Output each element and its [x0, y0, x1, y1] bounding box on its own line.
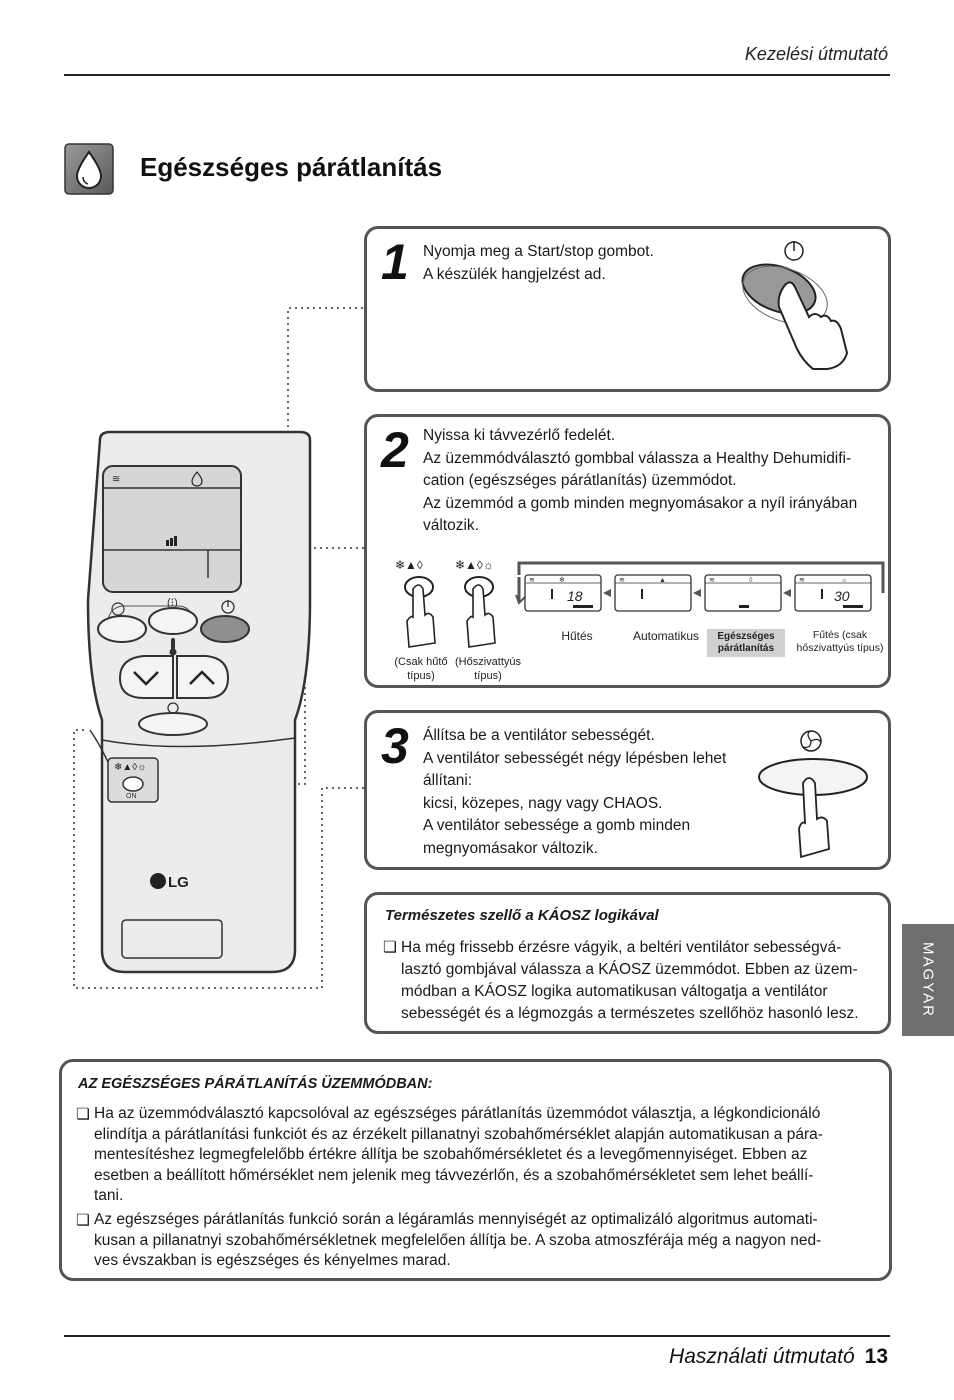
mode-display-healthy: [704, 574, 782, 612]
start-stop-hand-illustration: [741, 241, 849, 370]
step-1-box: 1 Nyomja meg a Start/stop gombot. A kész…: [364, 226, 891, 392]
mode-display-heat: [794, 574, 872, 612]
svg-text:▲: ▲: [659, 577, 666, 584]
step-1-text: Nyomja meg a Start/stop gombot. A készül…: [423, 243, 654, 283]
checkbox-bullet-icon: ❏: [76, 1106, 90, 1123]
healthy-mode-note-title: AZ EGÉSZSÉGES PÁRÁTLANÍTÁS ÜZEMMÓDBAN:: [78, 1076, 433, 1092]
svg-text:❄▲◊☼: ❄▲◊☼: [455, 558, 494, 572]
chaos-note-box: Természetes szellő a KÁOSZ logikával ❏ H…: [364, 892, 891, 1034]
svg-text:❄: ❄: [559, 576, 565, 584]
footer: Használati útmutató 13: [669, 1345, 888, 1369]
healthy-mode-bullet-2: ❏ Az egészséges párátlanítás funkció sor…: [76, 1211, 822, 1269]
svg-text:(⁝): (⁝): [167, 597, 178, 609]
step-number: 3: [381, 718, 409, 774]
svg-text:◊: ◊: [749, 577, 753, 584]
svg-text:≋: ≋: [112, 474, 120, 485]
footer-title: Használati útmutató: [669, 1345, 855, 1368]
remote-display: [102, 465, 242, 593]
svg-text:LG: LG: [168, 874, 189, 891]
svg-text:ON: ON: [126, 793, 137, 800]
svg-text:≋: ≋: [529, 577, 535, 584]
mode-rotate-button: [97, 615, 147, 643]
temp-button: [148, 607, 198, 635]
section-title: Egészséges párátlanítás: [140, 152, 443, 182]
svg-text:❄▲◊☼: ❄▲◊☼: [114, 762, 146, 773]
step-2-text: Nyissa ki távvezérlő fedelét. Az üzemmód…: [423, 427, 858, 534]
step-number: 2: [381, 422, 409, 478]
chaos-note-bullet: ❏ Ha még frissebb érzésre vágyik, a belt…: [383, 939, 859, 1022]
mode-display-auto: [614, 574, 692, 612]
mode-label-cool: Hűtés: [561, 629, 593, 643]
step-3-box: 3 Állítsa be a ventilátor sebességét. A …: [364, 710, 891, 870]
page-number: 13: [864, 1345, 888, 1368]
header-rule: [64, 74, 890, 76]
connector-line-step3: [73, 729, 365, 989]
chaos-note-title: Természetes szellő a KÁOSZ logikával: [385, 907, 659, 924]
step-number: 1: [381, 234, 409, 290]
water-drop-icon: [64, 143, 114, 195]
mode-buttons-illustration: ❄▲◊ ❄▲◊☼: [395, 558, 496, 648]
start-stop-button: [200, 615, 250, 643]
mode-label-auto: Automatikus: [632, 629, 700, 643]
svg-text:❄▲◊: ❄▲◊: [395, 558, 423, 572]
svg-text:≋: ≋: [619, 577, 625, 584]
svg-text:≋: ≋: [709, 577, 715, 584]
checkbox-bullet-icon: ❏: [76, 1212, 90, 1229]
svg-text:30: 30: [834, 588, 850, 604]
svg-text:18: 18: [567, 588, 583, 604]
step-3-text: Állítsa be a ventilátor sebességét. A ve…: [423, 727, 727, 857]
fan-button: [138, 712, 208, 736]
healthy-mode-note-box: AZ EGÉSZSÉGES PÁRÁTLANÍTÁS ÜZEMMÓDBAN: ❏…: [59, 1059, 892, 1281]
remote-control-illustration: ≋ (⁝) ❄▲◊☼ ON LG: [73, 307, 365, 989]
mode-cycle-diagram: ≋ ❄ ≋ ▲ ≋ ◊ ≋ ☼ 18 30: [515, 561, 885, 612]
svg-text:☼: ☼: [841, 577, 847, 584]
checkbox-bullet-icon: ❏: [383, 939, 397, 956]
healthy-mode-bullet-1: ❏ Ha az üzemmódválasztó kapcsolóval az e…: [76, 1105, 823, 1204]
footer-rule: [64, 1335, 890, 1337]
fan-button-hand-illustration: [758, 730, 868, 859]
language-tab: MAGYAR: [902, 924, 954, 1036]
mode-display-cool: [524, 574, 602, 612]
header-title: Kezelési útmutató: [744, 44, 888, 64]
step-2-box: 2 Nyissa ki távvezérlő fedelét. Az üzemm…: [364, 414, 891, 688]
svg-text:≋: ≋: [799, 577, 805, 584]
